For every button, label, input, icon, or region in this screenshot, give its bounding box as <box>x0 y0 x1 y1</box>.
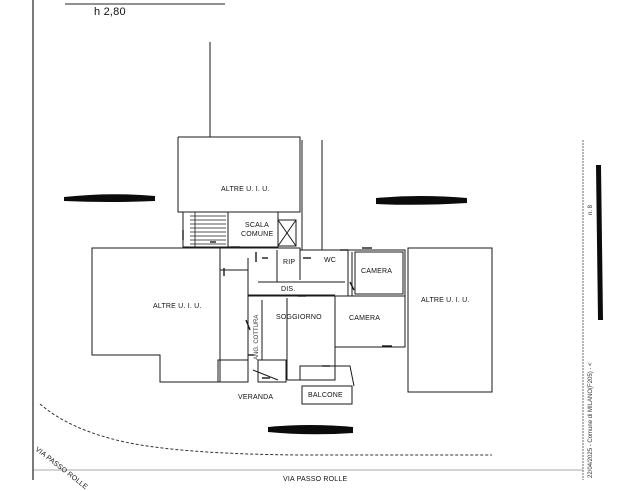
block-altre-right <box>407 247 493 393</box>
label-dis: DIS. <box>281 286 296 293</box>
label-altre-top: ALTRE U. I. U. <box>221 186 270 193</box>
redaction-bar-side <box>596 165 603 320</box>
side-stamp-text: 22/04/2025 - Comune di MILANO(F205) - < <box>588 362 594 478</box>
label-scala: SCALA <box>245 222 269 229</box>
redaction-bar-2 <box>376 196 467 205</box>
label-rip: RIP <box>283 259 296 266</box>
elevator-box <box>277 219 297 247</box>
stair-block <box>182 211 229 248</box>
block-altre-left <box>91 247 221 383</box>
label-veranda: VERANDA <box>238 394 274 401</box>
balcone-box <box>301 385 353 405</box>
road-curve-left <box>39 403 492 456</box>
side-stamp-small: n. 8 <box>588 204 594 215</box>
height-label: h 2,80 <box>94 6 126 18</box>
label-balcone: BALCONE <box>308 392 343 399</box>
label-wc: WC <box>324 257 337 264</box>
label-soggiorno: SOGGIORNO <box>276 314 322 321</box>
redaction-bar-3 <box>268 425 353 435</box>
label-camera-mid: CAMERA <box>349 315 381 322</box>
label-ang-cottura: ANG. COTTURA <box>254 314 260 360</box>
floor-plan-drawing <box>32 0 603 480</box>
label-comune: COMUNE <box>241 231 274 238</box>
label-altre-left: ALTRE U. I. U. <box>153 303 202 310</box>
apartment-outline <box>220 247 406 381</box>
label-camera-top: CAMERA <box>361 268 393 275</box>
redaction-bar-1 <box>64 194 155 202</box>
block-altre-top <box>177 136 301 213</box>
label-altre-right: ALTRE U. I. U. <box>421 297 470 304</box>
